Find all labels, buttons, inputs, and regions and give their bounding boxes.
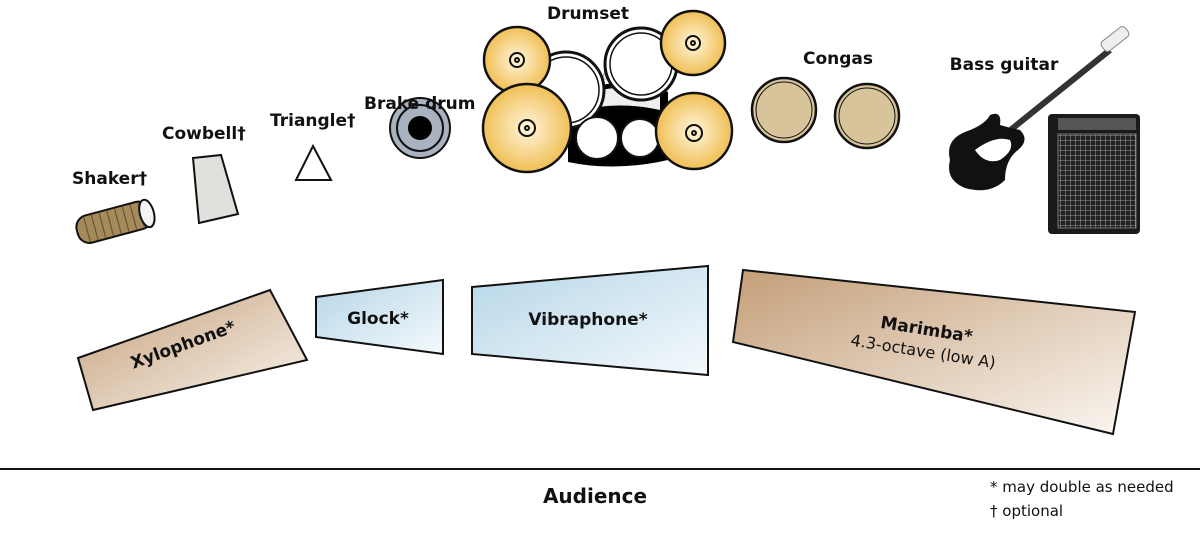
note-optional: † optional (990, 502, 1063, 520)
vibraphone-label: Vibraphone* (528, 310, 647, 330)
audience-label: Audience (543, 484, 647, 508)
brake-drum-icon (389, 97, 451, 159)
bass-guitar-label: Bass guitar (950, 55, 1059, 75)
cowbell-label: Cowbell† (162, 124, 246, 144)
vibraphone: Vibraphone* (471, 264, 709, 377)
cowbell-icon (191, 153, 240, 225)
glock: Glock* (315, 278, 444, 356)
amplifier-icon (1048, 114, 1140, 234)
xylophone: Xylophone* (76, 288, 309, 412)
brake-drum-label: Brake drum (364, 94, 475, 114)
shaker-label: Shaker† (72, 169, 147, 189)
note-double: * may double as needed (990, 478, 1174, 496)
triangle-label: Triangle† (270, 111, 356, 131)
triangle-icon (294, 143, 333, 181)
bass-guitar-icon (949, 26, 1130, 191)
drumset-label: Drumset (547, 4, 629, 24)
shaker-icon (75, 198, 156, 244)
glock-label: Glock* (347, 309, 409, 329)
marimba: Marimba* 4.3-octave (low A) (731, 268, 1137, 436)
drumset-icon (481, 9, 734, 174)
congas-label: Congas (803, 49, 873, 69)
congas-icon (750, 76, 901, 150)
